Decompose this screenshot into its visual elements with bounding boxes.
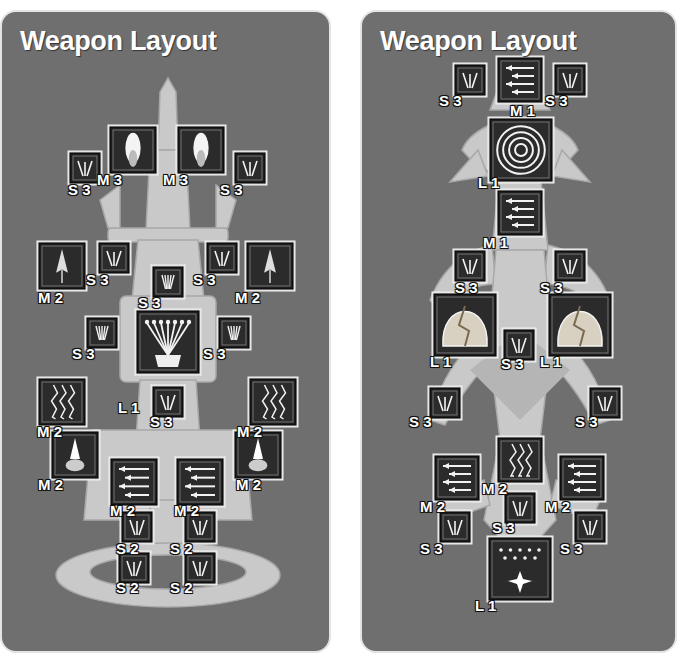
weapon-slot-icon [553,63,587,97]
slot-label: L 1 [478,175,499,191]
weapon-slot-icon [428,386,462,420]
weapon-slot-icon [37,377,87,427]
slot-label: M 2 [420,499,445,515]
slot-label: S 3 [193,272,216,288]
slot-label: S 3 [540,280,563,296]
slot-label: M 2 [110,503,135,519]
weapon-slot-icon [453,63,487,97]
slot-label: S 3 [203,346,226,362]
weapon-slot-icon [558,454,606,502]
slot-label: S 3 [545,93,568,109]
weapon-slot-icon [496,436,544,484]
slot-label: M 1 [510,103,535,119]
weapon-slot-icon [97,241,131,275]
slot-label: M 2 [237,424,262,440]
slot-label: L 1 [430,354,451,370]
weapon-slot-icon [496,56,544,104]
weapon-slot-icon [68,151,102,185]
slot-label: M 2 [38,477,63,493]
slot-label: M 3 [163,172,188,188]
slot-label: M 2 [545,499,570,515]
slot-label: S 2 [170,580,193,596]
slot-label: S 3 [420,541,443,557]
weapon-slot-icon [217,316,251,350]
slot-label: M 2 [236,477,261,493]
slot-label: M 2 [235,290,260,306]
slot-label: S 2 [116,580,139,596]
weapon-slot-icon [151,265,185,299]
slot-label: L 1 [475,598,496,614]
slot-label: S 3 [86,272,109,288]
slot-label: S 3 [150,414,173,430]
slot-label: S 3 [409,414,432,430]
weapon-slot-icon [432,292,498,358]
slot-label: S 3 [492,520,515,536]
weapon-slot-icon [496,189,544,237]
slot-label: S 3 [72,346,95,362]
slot-label: M 2 [482,481,507,497]
weapon-slot-icon [205,241,239,275]
slot-label: S 2 [116,541,139,557]
right-ship [430,70,610,560]
slot-label: S 3 [455,280,478,296]
weapon-slot-icon [175,457,225,507]
panel-title: Weapon Layout [380,26,577,57]
weapon-slot-icon [573,510,607,544]
weapon-slot-icon [108,125,158,175]
weapon-slot-icon [135,309,201,375]
weapon-slot-icon [453,249,487,283]
weapon-slot-icon [37,241,87,291]
slot-label: M 3 [97,172,122,188]
weapon-slot-icon [433,454,481,502]
slot-label: L 1 [118,400,139,416]
slot-label: S 2 [170,541,193,557]
slot-label: L 1 [540,354,561,370]
weapon-slot-icon [553,249,587,283]
weapon-slot-icon [233,151,267,185]
slot-label: M 2 [37,424,62,440]
slot-label: M 2 [174,503,199,519]
slot-label: S 3 [501,356,524,372]
slot-label: S 3 [575,414,598,430]
panel-title: Weapon Layout [20,26,217,57]
slot-label: S 3 [439,93,462,109]
left-ship [56,78,280,607]
slot-label: M 2 [38,290,63,306]
weapon-slot-icon [176,125,226,175]
weapon-slot-icon [487,536,553,602]
slot-label: S 3 [138,295,161,311]
weapon-slot-icon [245,241,295,291]
weapon-slot-icon [547,292,613,358]
weapon-slot-icon [109,457,159,507]
weapon-slot-icon [438,510,472,544]
slot-label: S 3 [68,182,91,198]
weapon-slot-icon [85,316,119,350]
slot-label: M 1 [483,235,508,251]
slot-label: S 3 [220,182,243,198]
weapon-slot-icon [488,117,554,183]
weapon-slot-icon [248,377,298,427]
slot-label: S 3 [560,541,583,557]
